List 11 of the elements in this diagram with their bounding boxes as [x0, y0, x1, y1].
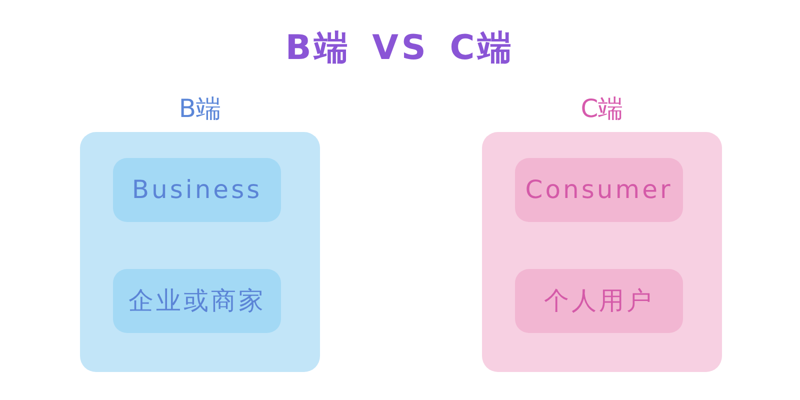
- term-box: [113, 158, 281, 222]
- term-text: 个人用户: [544, 285, 654, 317]
- diagram-title: B端 VS C端: [285, 28, 515, 68]
- term-box: [515, 269, 683, 333]
- term-text: 企业或商家: [128, 285, 266, 317]
- group-heading: C端: [580, 94, 624, 123]
- group-heading: B端: [178, 94, 222, 123]
- term-text: Consumer: [525, 174, 673, 206]
- term-text: Business: [132, 174, 262, 206]
- term-box: [113, 269, 281, 333]
- term-box: [515, 158, 683, 222]
